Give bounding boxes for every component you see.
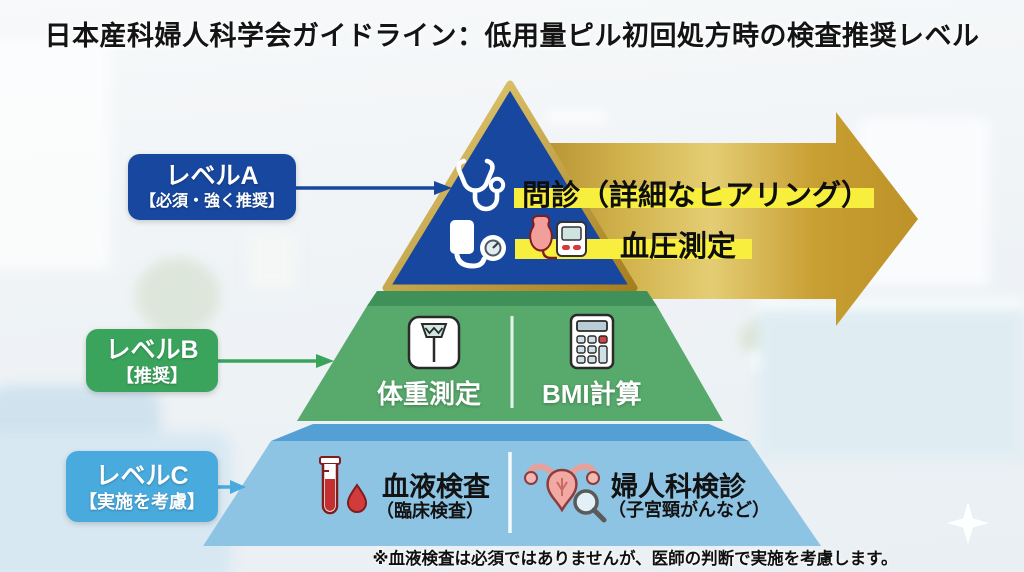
level-a-label: レベルA [165, 162, 259, 190]
level-b-item-bmi: BMI計算 [542, 379, 642, 409]
level-c-item-gyn-exam-note: （子宮頸がんなど） [608, 500, 770, 520]
background-wall-frame-small [248, 232, 296, 288]
footnote: ※血液検査は必須ではありませんが、医師の判断で実施を考慮します。 [372, 550, 898, 568]
level-c-item-blood-test-note: （臨床検査） [376, 501, 484, 521]
level-c-item-gyn-exam: 婦人科検診 [611, 472, 746, 502]
level-c-connector-arrow [218, 480, 246, 494]
stethoscope-icon [452, 156, 512, 214]
background-ceiling-light [545, 112, 607, 121]
highlight-bar-monshin [514, 188, 874, 208]
background-window [0, 40, 110, 270]
level-a-badge: レベルA 【必須・強く推奨】 [128, 154, 296, 220]
level-c-item-blood-test: 血液検査 [382, 472, 490, 502]
sparkle-icon [946, 501, 990, 545]
blood-pressure-cuff-icon [448, 218, 510, 270]
level-c-badge: レベルC 【実施を考慮】 [66, 451, 218, 522]
calculator-icon [569, 313, 615, 370]
level-a-item-interview: 問診（詳細なヒアリング） [522, 180, 871, 212]
page-title: 日本産科婦人科学会ガイドライン：低用量ピル初回処方時の検査推奨レベル [44, 21, 980, 51]
pyramid-level-b-bevel [367, 291, 657, 306]
pyramid-level-c-bevel [271, 424, 749, 441]
blood-test-tube-icon [310, 455, 372, 525]
level-b-item-weight: 体重測定 [377, 379, 482, 409]
weight-scale-icon [407, 315, 461, 370]
level-c-qualifier: 【実施を考慮】 [79, 491, 205, 512]
level-c-label: レベルC [95, 461, 189, 490]
level-b-badge: レベルB 【推奨】 [86, 329, 218, 392]
level-b-connector-arrow [216, 354, 334, 368]
level-b-qualifier: 【推奨】 [116, 365, 188, 386]
level-b-label: レベルB [105, 335, 199, 364]
blood-pressure-monitor-icon [524, 214, 588, 262]
level-a-qualifier: 【必須・強く推奨】 [139, 193, 284, 210]
level-a-item-blood-pressure: 血圧測定 [620, 231, 737, 263]
pyramid-level-c [203, 441, 821, 546]
uterus-exam-icon [524, 458, 610, 524]
level-a-connector-arrow [296, 181, 452, 195]
background-desk [758, 310, 1024, 460]
background-plant-left [136, 258, 220, 334]
pyramid-level-b [297, 306, 723, 421]
